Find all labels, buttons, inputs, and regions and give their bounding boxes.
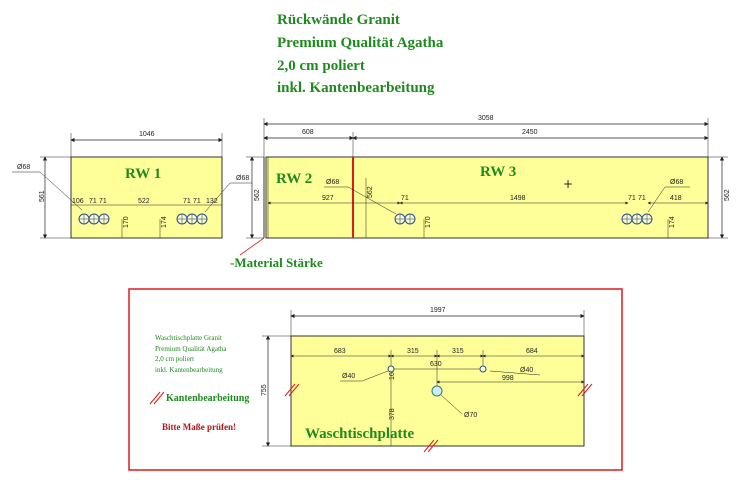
- rw3-dim-v2: 174: [669, 216, 676, 228]
- waschtisch-panel-group: Waschtischplatte 1997 755 683 315 315 68…: [261, 307, 593, 453]
- rw3-dim-1498: 1498: [510, 195, 526, 202]
- material-thickness-label: -Material Stärke: [230, 255, 323, 270]
- rw1-label: RW 1: [125, 166, 161, 182]
- header-line-3: 2,0 cm poliert: [277, 58, 365, 74]
- rw3-total-width-dim: 3058: [478, 115, 494, 122]
- drain-hole-diameter: Ø70: [464, 412, 477, 419]
- tap-hole-right: [479, 365, 487, 373]
- rw2-height-dim: 562: [254, 189, 261, 201]
- rw1-height-dim: 561: [39, 190, 46, 202]
- rw1-hole-diameter-left: Ø68: [17, 164, 30, 171]
- rw2-hole-diameter: Ø68: [326, 179, 339, 186]
- rw3-dim-z: 71: [638, 195, 646, 202]
- waschtisch-dim-684: 684: [526, 348, 538, 355]
- rw1-dim-mid: 522: [138, 198, 150, 205]
- edge-mark-left-icon: [284, 383, 300, 397]
- check-measurements-warning: Bitte Maße prüfen!: [162, 422, 236, 432]
- center-cross-icon: +: [563, 177, 573, 191]
- rw3-hole-diameter: Ø68: [670, 179, 683, 186]
- waschtisch-dim-160: 160: [389, 368, 396, 380]
- rw1-dim-z: 71: [89, 198, 97, 205]
- rw3-width-dim: 2450: [522, 129, 538, 136]
- waschtisch-dim-683: 683: [334, 348, 346, 355]
- rw3-inner-height-dim: 562: [367, 186, 374, 198]
- rw2-dim-927: 927: [322, 195, 334, 202]
- tap-hole-left: [387, 365, 395, 373]
- rw1-dim-v2: 174: [161, 216, 168, 228]
- waschtisch-notes: Waschtischplatte Granit Premium Qualität…: [149, 334, 249, 432]
- rw3-panel: [352, 156, 709, 239]
- rw2-panel: [265, 156, 354, 239]
- rw23-panel-group: RW 2 RW 3 + 3058 608 2450 562 562 562 92…: [230, 115, 731, 270]
- waschtisch-note-line-4: inkl. Kantenbearbeitung: [155, 366, 223, 374]
- rw1-dim-z: 71: [193, 198, 201, 205]
- waschtisch-note-line-1: Waschtischplatte Granit: [155, 334, 222, 342]
- rw1-hole-diameter-right: Ø68: [236, 175, 249, 182]
- waschtisch-dim-315-right: 315: [452, 348, 464, 355]
- edge-legend-icon: [149, 391, 161, 405]
- waschtisch-note-line-2: Premium Qualität Agatha: [155, 345, 227, 353]
- rw3-label: RW 3: [480, 164, 516, 180]
- header-line-4: inkl. Kantenbearbeitung: [277, 80, 435, 96]
- waschtisch-note-line-3: 2,0 cm poliert: [155, 355, 194, 363]
- rw3-dim-v1: 170: [425, 216, 432, 228]
- rw3-dim-z: 71: [628, 195, 636, 202]
- drain-hole: [431, 385, 443, 397]
- waschtisch-dim-998: 998: [502, 375, 514, 382]
- rw3-height-dim: 562: [724, 189, 731, 201]
- header-line-1: Rückwände Granit: [277, 12, 400, 28]
- rw3-dim-z: 71: [401, 195, 409, 202]
- rw1-panel-group: RW 1 1046 561 Ø68 Ø68 106 71: [12, 131, 252, 239]
- tap-hole-left-diameter: Ø40: [342, 373, 355, 380]
- waschtisch-width-dim: 1997: [430, 307, 446, 314]
- rw1-dim-z: 71: [99, 198, 107, 205]
- rw1-dim-right: 132: [206, 198, 218, 205]
- rw1-dim-left: 106: [72, 198, 84, 205]
- rw1-width-dim: 1046: [139, 131, 155, 138]
- rw2-label: RW 2: [276, 171, 312, 187]
- waschtisch-frame: [128, 288, 623, 471]
- edge-mark-right-icon: [577, 383, 593, 397]
- rw1-dim-v1: 170: [123, 216, 130, 228]
- edge-mark-bottom-icon: [423, 439, 439, 453]
- waschtisch-dim-630: 630: [430, 361, 442, 368]
- waschtisch-dim-315-left: 315: [407, 348, 419, 355]
- rw1-panel: [70, 156, 223, 239]
- rw1-dim-z: 71: [183, 198, 191, 205]
- waschtisch-height-dim: 755: [261, 384, 268, 396]
- edge-legend-label: Kantenbearbeitung: [166, 393, 249, 404]
- header-line-2: Premium Qualität Agatha: [277, 35, 444, 51]
- rw2-width-dim: 608: [302, 129, 314, 136]
- tap-hole-right-diameter: Ø40: [520, 367, 533, 374]
- rw3-dim-418: 418: [670, 195, 682, 202]
- waschtisch-dim-378: 378: [389, 408, 396, 420]
- waschtisch-label: Waschtischplatte: [305, 426, 415, 442]
